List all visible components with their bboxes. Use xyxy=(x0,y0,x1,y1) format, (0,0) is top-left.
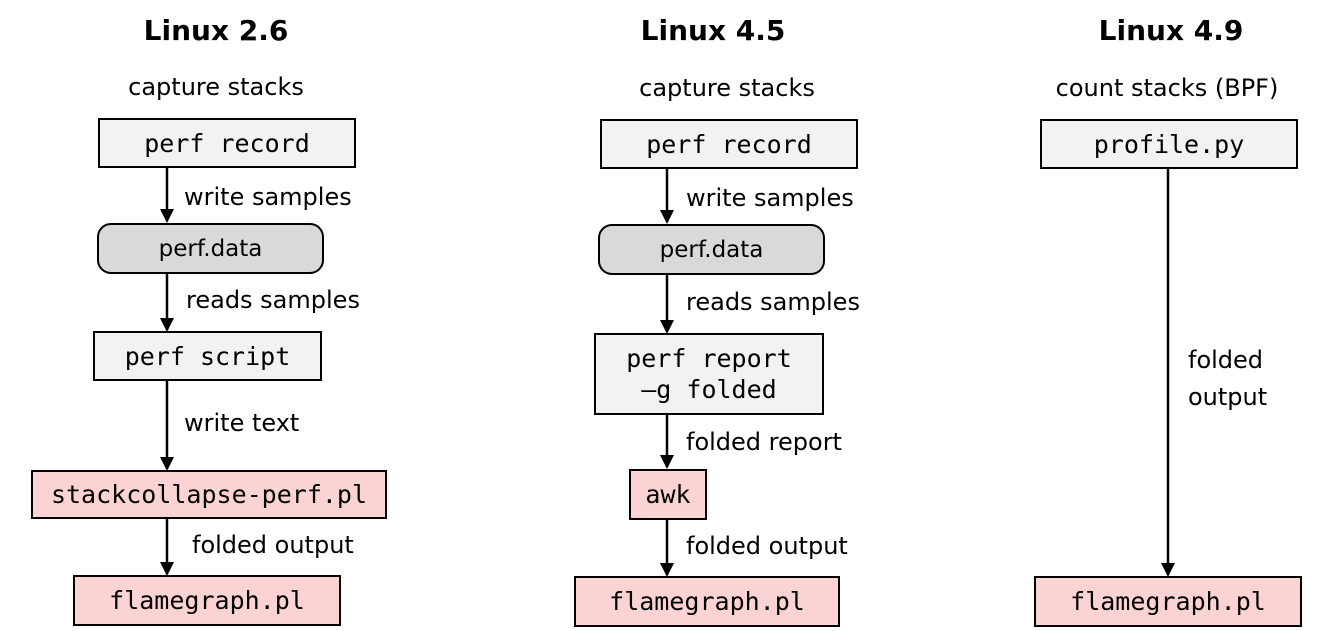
column-title-linux-4-5: Linux 4.5 xyxy=(640,14,786,47)
column-title-linux-2-6: Linux 2.6 xyxy=(143,14,289,47)
edge-label-write-text-2-6: write text xyxy=(184,409,300,437)
node-perf-record: perf record xyxy=(600,119,858,169)
column-caption-linux-2-6: capture stacks xyxy=(128,73,304,101)
node-stackcollapse-perf: stackcollapse-perf.pl xyxy=(31,470,387,519)
arrowhead-2-6-script-to-collapse xyxy=(160,457,174,471)
node-awk: awk xyxy=(629,469,707,520)
node-perf-record: perf record xyxy=(98,118,356,168)
node-flamegraph-2-6: flamegraph.pl xyxy=(73,575,341,626)
column-caption-linux-4-9: count stacks (BPF) xyxy=(1055,74,1279,102)
edge-label-folded-output-2-6: folded output xyxy=(192,531,354,559)
node-profile-py: profile.py xyxy=(1040,119,1298,169)
arrowhead-4-9-profile-to-flamegraph xyxy=(1161,563,1175,577)
arrowhead-4-5-record-to-data xyxy=(660,210,674,224)
edge-label-folded-output-4-9: folded output xyxy=(1188,346,1268,411)
arrowhead-4-5-awk-to-flamegraph xyxy=(660,563,674,577)
node-flamegraph-4-9: flamegraph.pl xyxy=(1034,576,1302,627)
arrowhead-2-6-data-to-script xyxy=(160,318,174,332)
edge-label-folded-output-4-5: folded output xyxy=(686,532,848,560)
arrowhead-4-5-report-to-awk xyxy=(660,455,674,469)
column-title-linux-4-9: Linux 4.9 xyxy=(1098,14,1244,47)
edge-label-reads-samples-2-6: reads samples xyxy=(186,286,360,314)
edge-label-reads-samples-4-5: reads samples xyxy=(686,288,860,316)
edge-label-write-samples-2-6: write samples xyxy=(184,183,352,211)
arrowhead-2-6-collapse-to-flamegraph xyxy=(160,562,174,576)
node-flamegraph-4-5: flamegraph.pl xyxy=(574,576,840,627)
node-perf-data: perf.data xyxy=(598,224,825,275)
edge-label-folded-report-4-5: folded report xyxy=(686,428,842,456)
node-perf-report-folded: perf report –g folded xyxy=(594,333,824,415)
arrowhead-4-5-data-to-report xyxy=(660,320,674,334)
node-perf-script: perf script xyxy=(93,331,322,381)
arrowhead-2-6-record-to-data xyxy=(160,209,174,223)
node-perf-data: perf.data xyxy=(97,223,324,274)
edge-label-write-samples-4-5: write samples xyxy=(686,184,854,212)
column-caption-linux-4-5: capture stacks xyxy=(639,74,815,102)
